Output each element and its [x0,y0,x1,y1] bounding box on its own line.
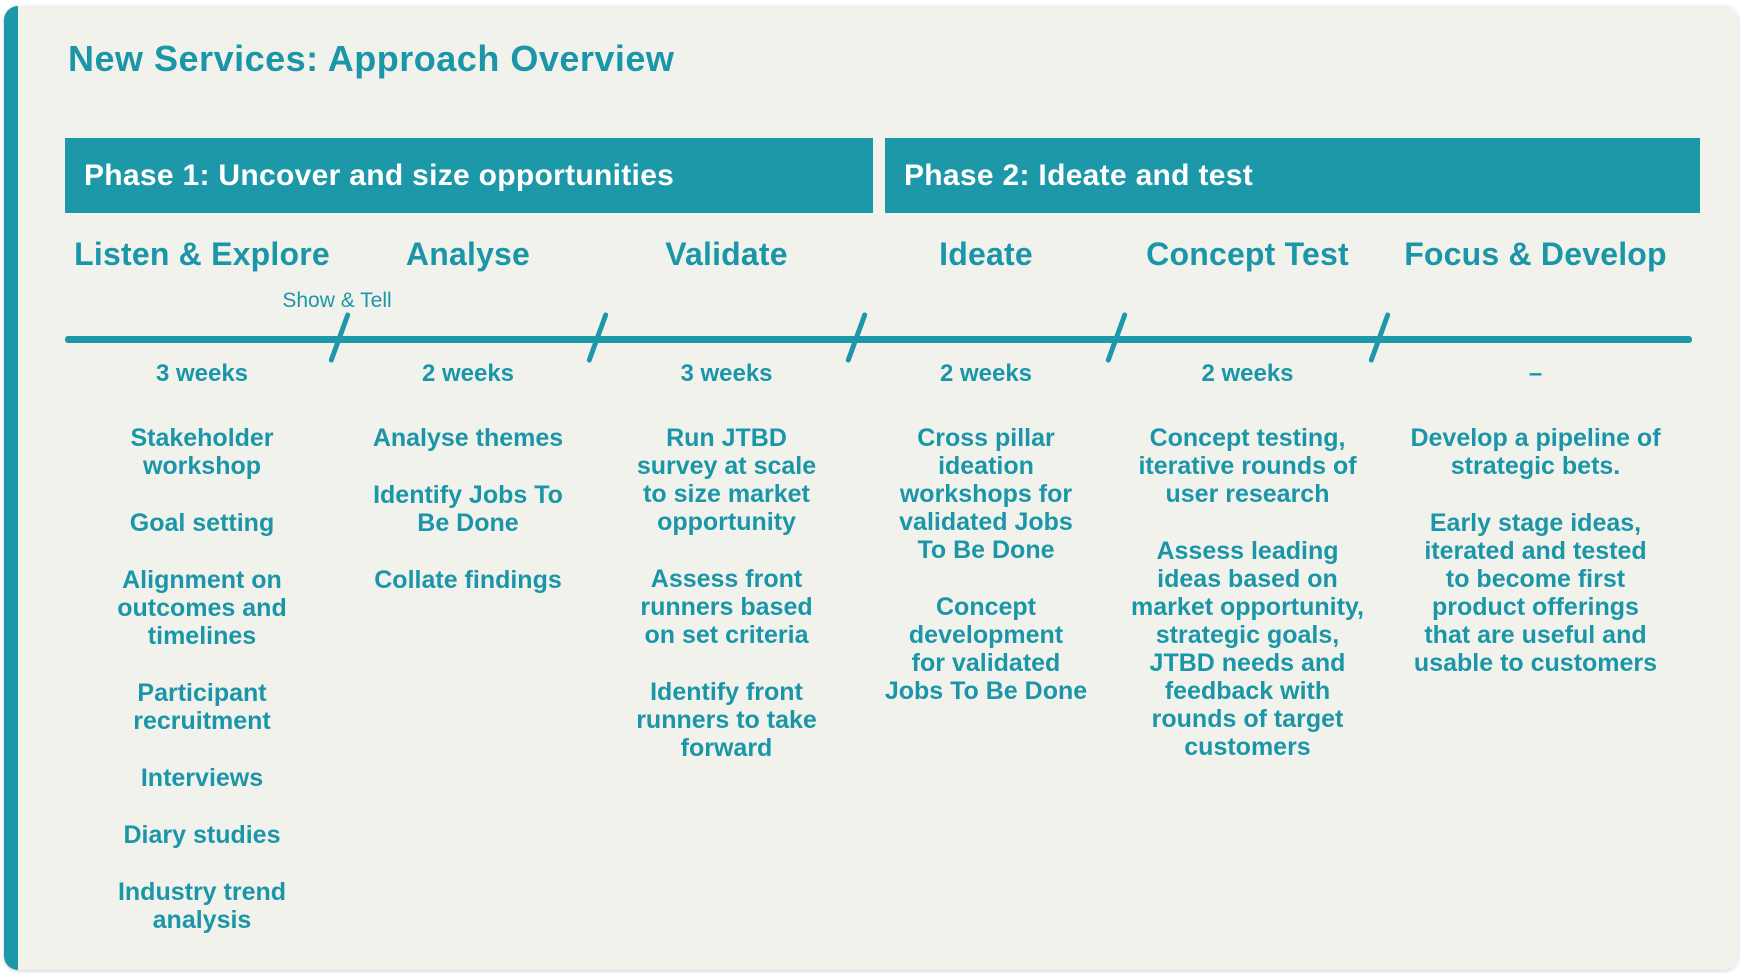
milestone-label: Show & Tell [282,289,392,312]
column-heading-validate: Validate [665,236,788,272]
column-heading-concept-test: Concept Test [1146,236,1349,272]
timeline-activity: Participant recruitment [133,679,271,735]
column-heading-analyse: Analyse [405,236,531,272]
timeline-line [65,336,1692,343]
timeline-activity: Identify Jobs To Be Done [373,481,563,537]
column-heading-listen-explore: Listen & Explore [74,236,330,272]
duration-label: – [1528,360,1543,387]
timeline-activity: Goal setting [129,509,275,537]
duration-label: 3 weeks [155,360,249,387]
timeline-activity: Stakeholder workshop [130,424,274,480]
column-items-validate: Run JTBD survey at scale to size market … [597,424,856,934]
duration-label: 2 weeks [939,360,1033,387]
phase-1-banner: Phase 1: Uncover and size opportunities [65,138,873,213]
timeline-activity: Analyse themes [372,424,564,452]
timeline-activity: Concept testing, iterative rounds of use… [1138,424,1357,508]
column-heading-ideate: Ideate [939,236,1033,272]
timeline-activity: Collate findings [374,566,562,594]
column-heading-focus-develop: Focus & Develop [1404,236,1667,272]
phase-2-label: Phase 2: Ideate and test [904,158,1253,192]
timeline-activity: Develop a pipeline of strategic bets. [1410,424,1661,480]
duration-row: 3 weeks 2 weeks 3 weeks 2 weeks 2 weeks … [65,360,1692,388]
timeline-activity: Identify front runners to take forward [636,678,817,762]
timeline-activity: Concept development for validated Jobs T… [884,593,1088,705]
column-items-focus-develop: Develop a pipeline of strategic bets. Ear… [1379,424,1692,934]
page-title: New Services: Approach Overview [68,38,675,79]
column-items-ideate: Cross pillar ideation workshops for vali… [856,424,1116,934]
timeline-activity: Industry trend analysis [117,878,287,934]
timeline-activity: Assess leading ideas based on market opp… [1131,537,1364,761]
phase-1-label: Phase 1: Uncover and size opportunities [84,158,675,192]
timeline-activity: Alignment on outcomes and timelines [117,566,287,650]
timeline-activity: Cross pillar ideation workshops for vali… [899,424,1073,564]
phase-2-banner: Phase 2: Ideate and test [885,138,1700,213]
accent-bar [4,6,18,970]
duration-label: 2 weeks [1201,360,1294,387]
timeline-activity: Diary studies [123,821,281,849]
column-items-concept-test: Concept testing, iterative rounds of use… [1116,424,1379,934]
timeline-activity: Run JTBD survey at scale to size market … [636,424,817,536]
column-headings-row: Listen & Explore Analyse Validate Ideate… [65,236,1692,273]
duration-label: 2 weeks [421,360,515,387]
duration-label: 3 weeks [680,360,773,387]
timeline-activity: Early stage ideas, iterated and tested t… [1413,509,1658,677]
timeline-activity: Interviews [140,764,264,792]
timeline-activity: Assess front runners based on set criter… [640,565,813,649]
